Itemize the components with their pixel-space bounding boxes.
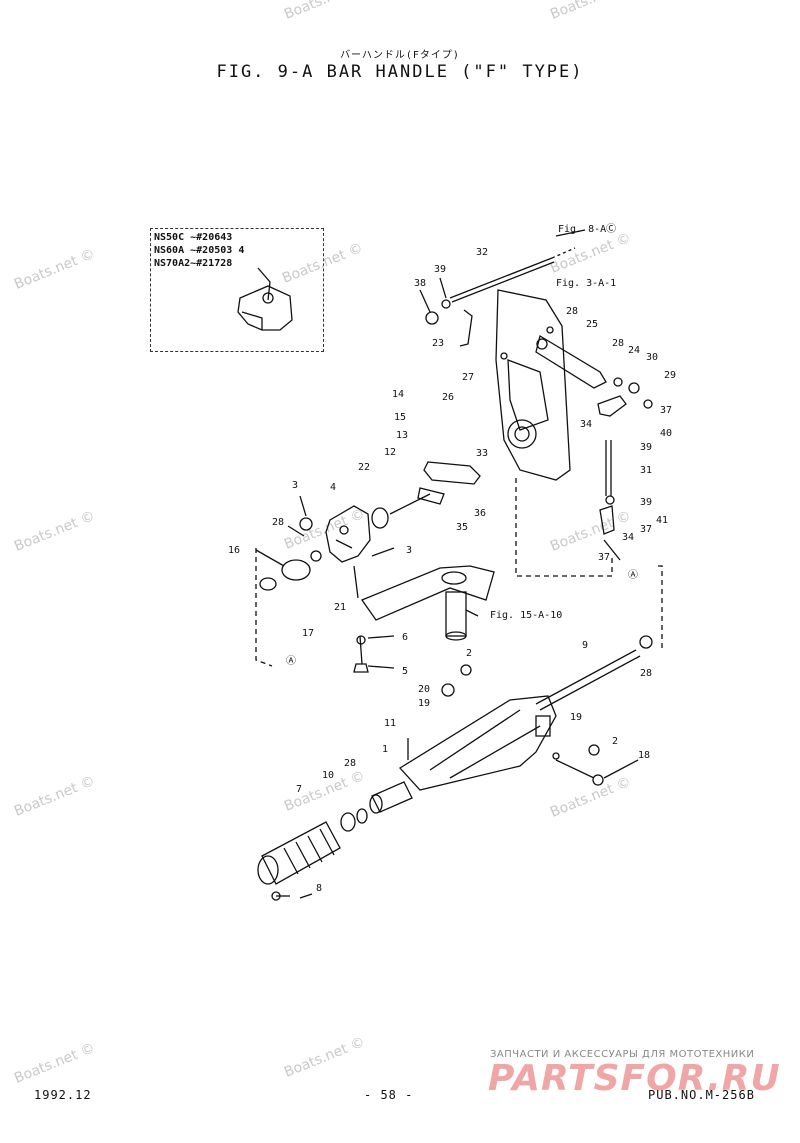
callout-19: 19 <box>570 712 582 723</box>
callout-37: 37 <box>640 524 652 535</box>
callout-6: 6 <box>402 632 408 643</box>
footer-publication-number: PUB.NO.M-256B <box>648 1088 755 1102</box>
callout-7: 7 <box>296 784 302 795</box>
variant-row: NS60A ~#20503 4 <box>154 245 245 256</box>
variant-box <box>150 228 324 352</box>
callout-24: 24 <box>628 345 640 356</box>
callout-34: 34 <box>580 419 592 430</box>
callout-41: 41 <box>656 515 668 526</box>
callout-20: 20 <box>418 684 430 695</box>
callout-27: 27 <box>462 372 474 383</box>
callout-14: 14 <box>392 389 404 400</box>
callout-13: 13 <box>396 430 408 441</box>
callout-32: 32 <box>476 247 488 258</box>
ref-a: Ⓐ <box>628 569 638 581</box>
callout-8: 8 <box>316 883 322 894</box>
callout-39: 39 <box>434 264 446 275</box>
callout-36: 36 <box>474 508 486 519</box>
callout-29: 29 <box>664 370 676 381</box>
callout-4: 4 <box>330 482 336 493</box>
footer-date: 1992.12 <box>34 1088 92 1102</box>
callout-11: 11 <box>384 718 396 729</box>
callout-1: 1 <box>382 744 388 755</box>
callout-39: 39 <box>640 442 652 453</box>
callout-16: 16 <box>228 545 240 556</box>
callout-30: 30 <box>646 352 658 363</box>
callout-38: 38 <box>414 278 426 289</box>
variant-list: NS50C ~#20643 NS60A ~#20503 4 NS70A2~#21… <box>154 231 244 270</box>
ref-fig15: Fig. 15-A-10 <box>490 610 562 621</box>
ref-fig8: Fig. 8-AⒸ <box>558 223 616 235</box>
brand-tagline: ЗАПЧАСТИ И АКСЕССУАРЫ ДЛЯ МОТОТЕХНИКИ <box>490 1049 755 1060</box>
callout-21: 21 <box>334 602 346 613</box>
variant-row: NS50C ~#20643 <box>154 232 233 243</box>
callout-3: 3 <box>406 545 412 556</box>
brand-logo: PARTSFOR.RU <box>488 1058 781 1099</box>
title-japanese: バーハンドル(Fタイプ) <box>340 50 460 61</box>
callout-10: 10 <box>322 770 334 781</box>
callout-28: 28 <box>640 668 652 679</box>
callout-23: 23 <box>432 338 444 349</box>
callout-25: 25 <box>586 319 598 330</box>
variant-row: NS70A2~#21728 <box>154 258 233 269</box>
figure-title: FIG. 9-A BAR HANDLE ("F" TYPE) <box>216 62 584 82</box>
callout-15: 15 <box>394 412 406 423</box>
callout-28: 28 <box>612 338 624 349</box>
footer-page-number: - 58 - <box>364 1088 414 1102</box>
callout-35: 35 <box>456 522 468 533</box>
callout-28: 28 <box>344 758 356 769</box>
callout-5: 5 <box>402 666 408 677</box>
callout-26: 26 <box>442 392 454 403</box>
callout-33: 33 <box>476 448 488 459</box>
callout-39: 39 <box>640 497 652 508</box>
callout-3: 3 <box>292 480 298 491</box>
callout-12: 12 <box>384 447 396 458</box>
callout-9: 9 <box>582 640 588 651</box>
callout-19: 19 <box>418 698 430 709</box>
callout-40: 40 <box>660 428 672 439</box>
callout-17: 17 <box>302 628 314 639</box>
callout-2: 2 <box>466 648 472 659</box>
callout-22: 22 <box>358 462 370 473</box>
callout-37: 37 <box>660 405 672 416</box>
ref-fig3: Fig. 3-A-1 <box>556 278 616 289</box>
ref-a: Ⓐ <box>286 655 296 667</box>
callout-31: 31 <box>640 465 652 476</box>
callout-28: 28 <box>272 517 284 528</box>
callout-2: 2 <box>612 736 618 747</box>
callout-28: 28 <box>566 306 578 317</box>
callout-37: 37 <box>598 552 610 563</box>
callout-labels: 1 2 2 3 3 4 5 6 7 8 9 10 11 12 13 14 15 … <box>228 223 676 894</box>
callout-18: 18 <box>638 750 650 761</box>
callout-34: 34 <box>622 532 634 543</box>
